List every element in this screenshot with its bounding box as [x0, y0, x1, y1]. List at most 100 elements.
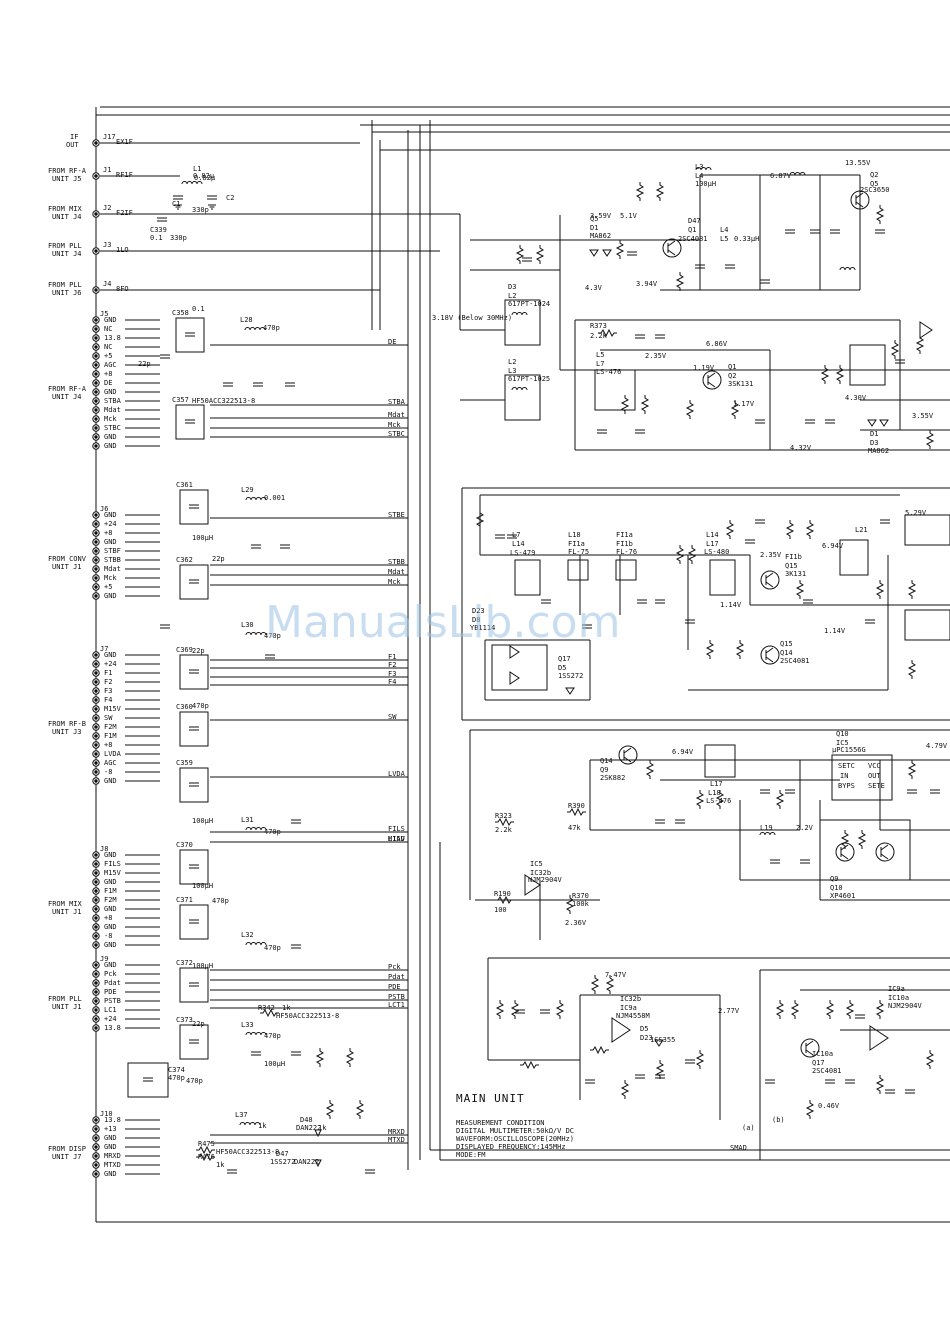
- resistor: [775, 790, 785, 809]
- header-pin-label: F1M: [104, 732, 117, 740]
- component-value: 0.82μ: [194, 174, 216, 182]
- resistor: [315, 1048, 325, 1067]
- header-pin-label: F2M: [104, 723, 117, 731]
- resistor: [730, 400, 740, 419]
- ic-pin: BYPS: [838, 782, 855, 790]
- component-value: 1k: [216, 1161, 225, 1169]
- component-value: 1k: [318, 1124, 327, 1132]
- bus-label: F4: [388, 678, 396, 686]
- diode: [654, 1039, 664, 1047]
- header-pin-label: STBC: [104, 424, 121, 432]
- connector-pin: [94, 1127, 98, 1131]
- component-ref: D1: [590, 224, 598, 232]
- component-value: HF50ACC322513-8: [276, 1012, 339, 1020]
- voltage-annotation: 3.55V: [912, 412, 934, 420]
- header-pin-label: AGC: [104, 759, 117, 767]
- connector-pin: [94, 898, 98, 902]
- voltage-annotation: 5.1V: [620, 212, 638, 220]
- bus-label: MRXD: [388, 1128, 405, 1136]
- header-pin-label: GND: [104, 538, 117, 546]
- header-pin-label: F1M: [104, 887, 117, 895]
- component-ref: L5: [596, 351, 604, 359]
- connector-pin: [94, 540, 98, 544]
- connector-pin: [94, 399, 98, 403]
- if-transformer: [709, 559, 736, 596]
- component-ref: C371: [176, 896, 193, 904]
- ic-package: [831, 754, 893, 801]
- header-pin-label: Mdat: [104, 565, 121, 573]
- component-value: 100μH: [192, 534, 213, 542]
- component-value: NJM4558M: [616, 1012, 650, 1020]
- resistor: [645, 760, 655, 779]
- transistor-leads: [765, 572, 774, 588]
- connector-id: J2: [103, 204, 111, 212]
- component-ref: R390: [568, 802, 585, 810]
- connector-pin: [94, 1172, 98, 1176]
- resistor: [785, 520, 795, 539]
- opamp-symbol: [509, 671, 520, 685]
- connector-pin: [94, 567, 98, 571]
- component-ref: Q9: [830, 875, 838, 883]
- inductor: [759, 832, 776, 836]
- header-pin-label: +13: [104, 1125, 117, 1133]
- header-pin-label: STBA: [104, 397, 122, 405]
- voltage-annotation: 3.18V (Below 30MHz): [432, 314, 512, 322]
- resistor: [835, 365, 845, 384]
- resistor: [355, 1100, 365, 1119]
- component-ref: FI1b: [616, 540, 633, 548]
- header-pin-label: GND: [104, 316, 117, 324]
- component-ref: R475: [198, 1140, 215, 1148]
- connector-pin: [94, 680, 98, 684]
- component-value: 100μH: [695, 180, 716, 188]
- component-value: 0.1: [150, 234, 163, 242]
- connector-pin: [94, 770, 98, 774]
- voltage-annotation: 6.94V: [822, 542, 844, 550]
- component-ref: Q5: [870, 180, 878, 188]
- component-value: DAN222: [294, 1158, 319, 1166]
- component-ref: L19: [760, 824, 773, 832]
- transformer: [504, 374, 541, 421]
- component-value: 100k: [572, 900, 590, 908]
- ceramic-filter: [567, 559, 589, 581]
- connector-pin: [94, 435, 98, 439]
- connector-pin: [94, 212, 98, 216]
- bus-label: LCT1: [388, 1001, 405, 1009]
- voltage-annotation: 2.36V: [565, 919, 587, 927]
- component-ref: D1: [870, 430, 878, 438]
- header-id: J5: [100, 310, 108, 318]
- filter-block: [175, 404, 205, 440]
- transistor-leads: [623, 747, 632, 763]
- inductor: [239, 1122, 261, 1126]
- bus-label: M15V: [388, 835, 406, 843]
- component-ref: C2: [226, 194, 234, 202]
- resistor: [495, 1000, 505, 1019]
- header-pin-label: 13.8: [104, 334, 121, 342]
- transistor-leads: [707, 372, 716, 388]
- header-pin-label: 13.8: [104, 1024, 121, 1032]
- resistor: [495, 817, 514, 827]
- connector-pin: [94, 576, 98, 580]
- diode: [589, 249, 612, 257]
- connector-source: FROM PLL: [48, 242, 82, 250]
- component-ref: L14: [512, 540, 525, 548]
- component-ref: FI1a: [568, 540, 585, 548]
- transistor-leads: [765, 647, 774, 663]
- header-pin-label: +24: [104, 520, 117, 528]
- connector-pin: [94, 716, 98, 720]
- component-ref: L32: [241, 931, 254, 939]
- resistor: [475, 510, 485, 529]
- connector-pin: [94, 963, 98, 967]
- inductor: [245, 632, 267, 636]
- watermark: ManualsLib.com: [265, 597, 620, 648]
- header-pin-label: +8: [104, 370, 112, 378]
- header-pin-label: GND: [104, 511, 117, 519]
- header-source: FROM CONV: [48, 555, 87, 563]
- connector-pin: [94, 372, 98, 376]
- component-value: μPC1556G: [832, 746, 866, 754]
- connector-signal: F2IF: [116, 209, 133, 217]
- bus-label: LIAD: [388, 835, 405, 843]
- transistor-body: [800, 1038, 820, 1058]
- filter-block: [179, 967, 209, 1003]
- resistor: [907, 660, 917, 679]
